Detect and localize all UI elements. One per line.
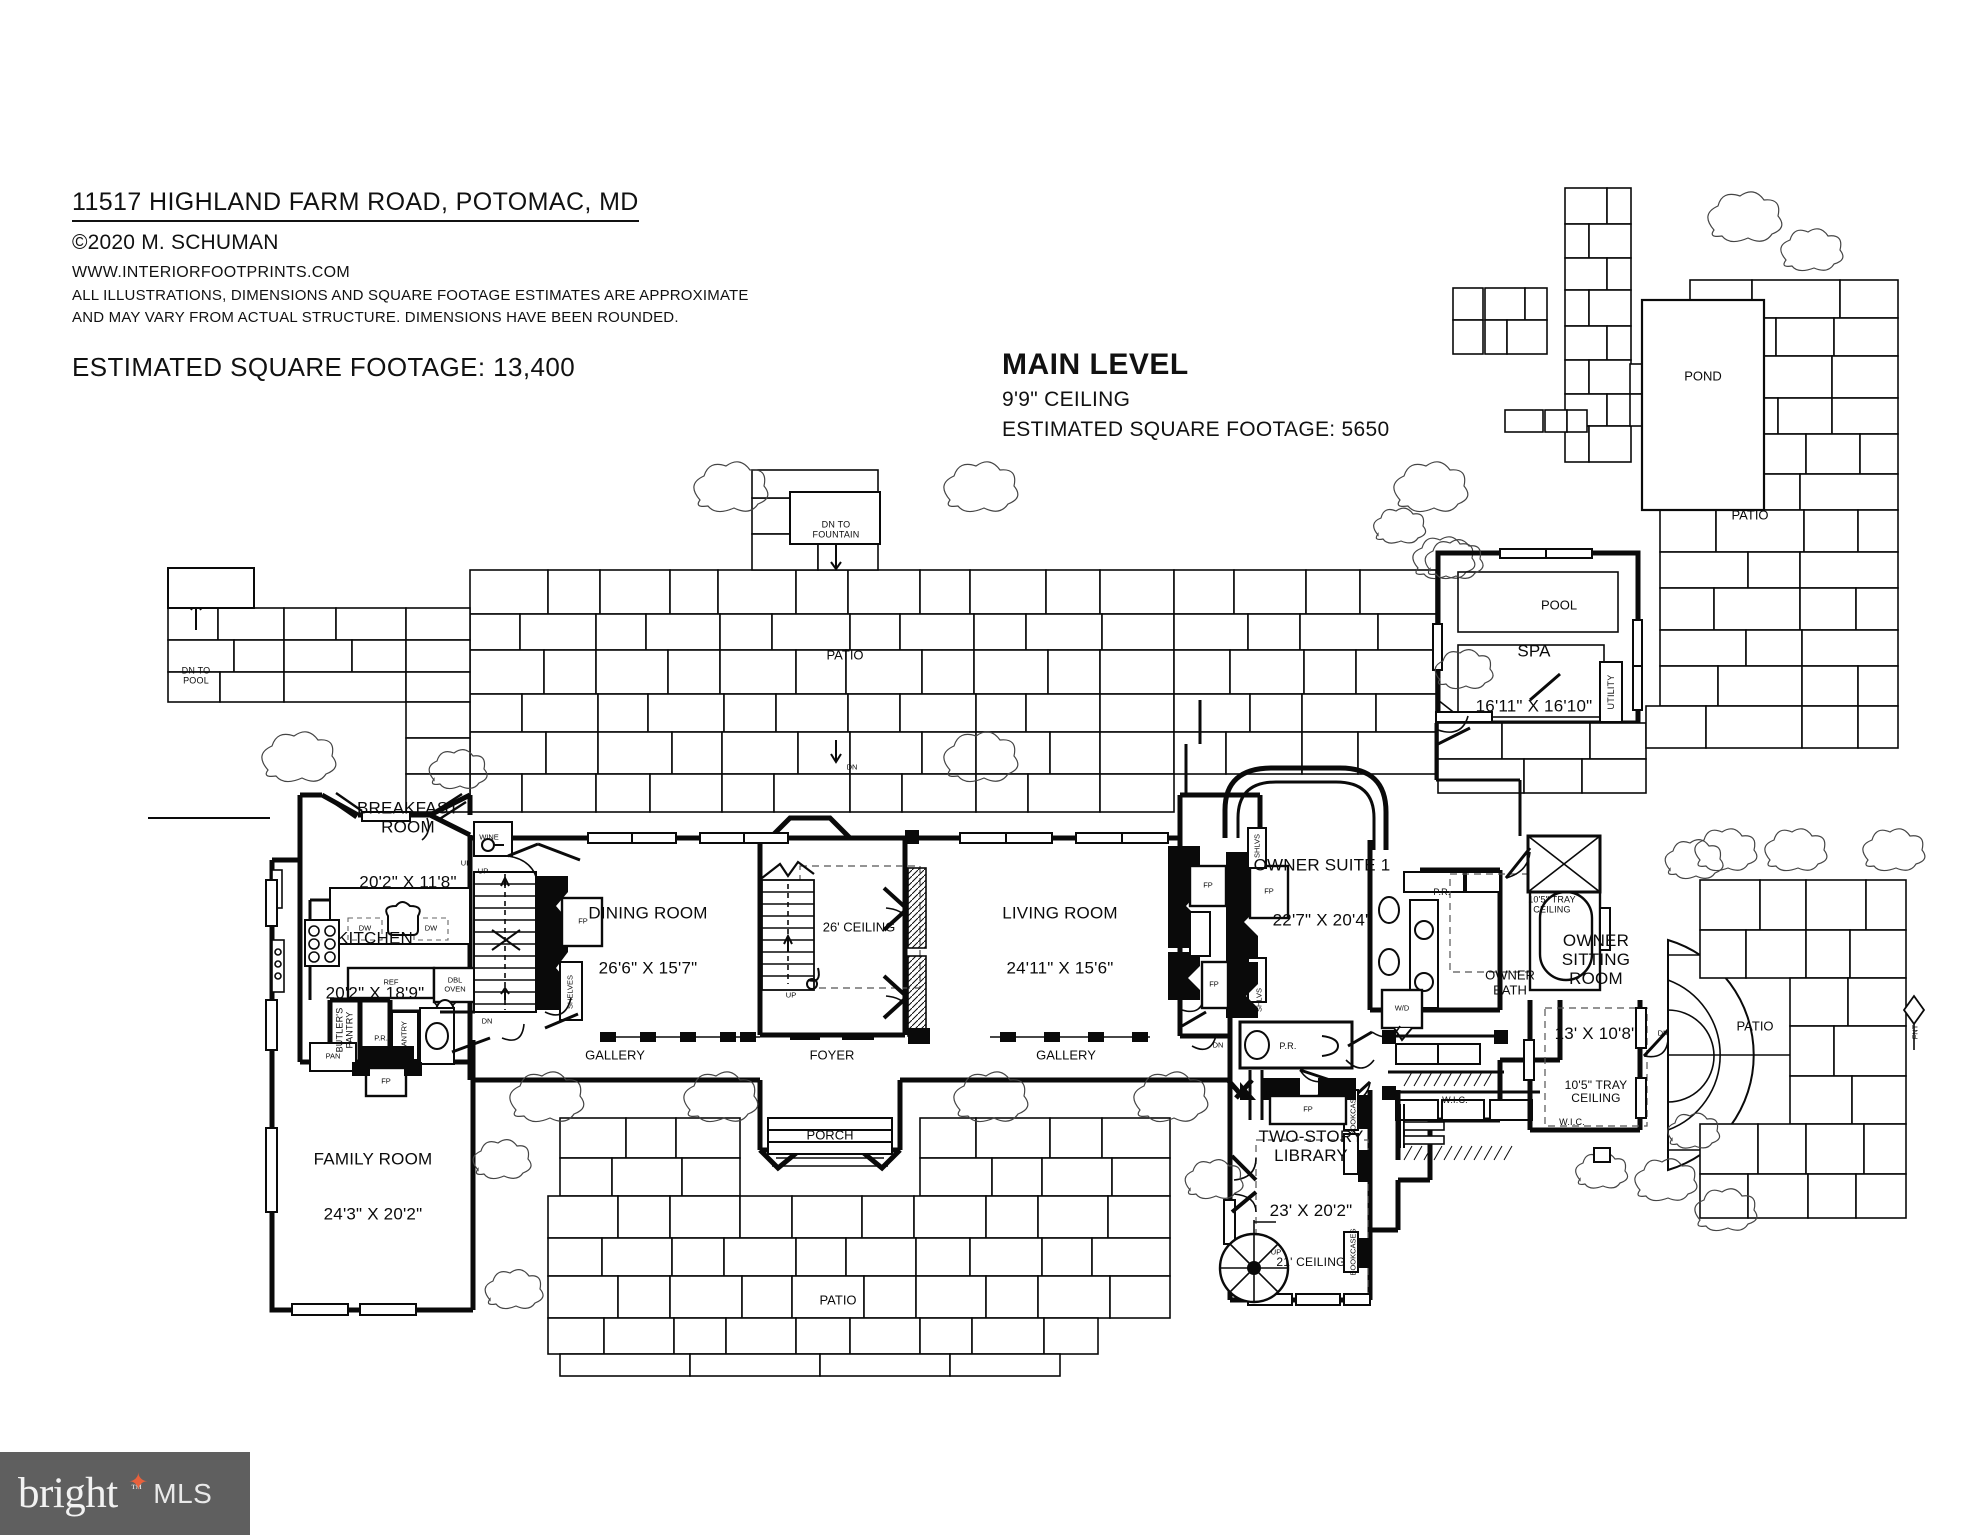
room-label-family-room: FAMILY ROOM 24'3" X 20'2" <box>314 1113 433 1259</box>
annotation-dw-right: DW <box>424 923 438 933</box>
room-name: FAMILY ROOM <box>313 1149 433 1169</box>
room-label-library: TWO-STORY LIBRARY 23' X 20'2" 21' CEILIN… <box>1258 1091 1363 1305</box>
room-dimensions: 22'7" X 20'4" <box>1272 909 1372 929</box>
room-label-breakfast-room: BREAKFAST ROOM 20'2" X 11'8" <box>357 763 459 928</box>
star-icon: ✦ <box>128 1470 148 1496</box>
area-label-patio-far-right: PATIO <box>1731 507 1769 523</box>
page-title: 11517 HIGHLAND FARM ROAD, POTOMAC, MD <box>72 188 639 222</box>
annotation-foyer-ceiling: 26' CEILING <box>822 919 896 935</box>
area-label-butlers-pantry: BUTLER'S PANTRY <box>334 1007 355 1053</box>
room-dimensions: 20'2" X 18'9" <box>325 982 425 1002</box>
room-label-living-room: LIVING ROOM 24'11" X 15'6" <box>1002 867 1118 1013</box>
annotation-fp-dining: FP <box>578 916 588 926</box>
disclaimer-line-2: AND MAY VARY FROM ACTUAL STRUCTURE. DIME… <box>72 309 679 326</box>
annotation-dn-patio: DN <box>846 762 858 772</box>
annotation-fp-owner: FP <box>1264 886 1274 896</box>
annotation-dn-owner: DN <box>1265 1088 1277 1098</box>
room-dimensions: 24'11" X 15'6" <box>1006 957 1114 977</box>
annotation-fp-living: FP <box>1203 880 1213 890</box>
annotation-dn-back-stair: DN <box>481 1016 493 1026</box>
annotation-bookcases-lower: BOOKCASES <box>1348 1228 1358 1276</box>
annotation-wd: W/D <box>1394 1003 1410 1013</box>
room-label-kitchen: KITCHEN 20'2" X 18'9" <box>326 892 425 1038</box>
area-label-patio-bottom: PATIO <box>819 1292 857 1308</box>
annotation-wic-2: W.I.C. <box>1559 1116 1585 1127</box>
annotation-dn-gallery: DN <box>1212 1040 1224 1050</box>
area-label-gallery-left: GALLERY <box>585 1047 645 1063</box>
room-dimensions: 24'3" X 20'2" <box>323 1203 423 1223</box>
area-label-pool: POOL <box>1540 597 1578 613</box>
room-name: OWNER SUITE 1 <box>1253 855 1391 875</box>
annotation-pan: PAN <box>325 1051 341 1061</box>
area-label-pantry: PANTRY <box>399 1021 409 1051</box>
annotation-shlvs-lower: SHLVS <box>1254 987 1264 1013</box>
room-label-owner-suite: OWNER SUITE 1 22'7" X 20'4" <box>1254 819 1391 965</box>
logo-suffix-text: MLS <box>153 1477 213 1509</box>
area-label-patio-top: PATIO <box>826 647 864 663</box>
room-dimensions: 20'2" X 11'8" <box>359 872 457 892</box>
room-label-owner-sitting-room: OWNER SITTING ROOM 13' X 10'8" 10'5" TRA… <box>1555 895 1638 1141</box>
room-name: TWO-STORY LIBRARY <box>1258 1126 1364 1165</box>
room-dimensions: 23' X 20'2" <box>1269 1200 1353 1220</box>
annotation-dbl-oven: DBL OVEN <box>444 975 466 993</box>
logo-wordmark: bright ✦ ™ <box>18 1469 148 1518</box>
area-label-patio-right: PATIO <box>1736 1018 1774 1034</box>
website-line: WWW.INTERIORFOOTPRINTS.COM <box>72 264 350 281</box>
annotation-wine: WINE <box>479 832 499 842</box>
room-dimensions: 16'11" X 16'10" <box>1475 695 1593 715</box>
room-label-spa: SPA 16'11" X 16'10" <box>1476 605 1593 751</box>
annotation-dn-to-pool: DN TO POOL <box>181 665 211 686</box>
annotation-pr-owner: P.R. <box>1279 1040 1297 1051</box>
room-label-dining-room: DINING ROOM 26'6" X 15'7" <box>588 867 707 1013</box>
annotation-fp-family: FP <box>381 1076 391 1086</box>
total-square-footage: ESTIMATED SQUARE FOOTAGE: 13,400 <box>72 352 576 382</box>
annotation-shlvs-upper: SHLVS <box>1252 833 1262 859</box>
annotation-shelves-dining: SHELVES <box>565 974 575 1010</box>
annotation-pr-bath: P.R. <box>1433 886 1451 897</box>
area-label-pond: POND <box>1684 368 1722 384</box>
room-dimensions: 26'6" X 15'7" <box>598 957 698 977</box>
annotation-dw-left: DW <box>358 923 372 933</box>
level-ceiling-height: 9'9" CEILING <box>1002 388 1131 411</box>
area-label-owner-bath: OWNER BATH <box>1485 967 1535 998</box>
logo-word-text: bright <box>18 1470 118 1517</box>
level-block: MAIN LEVEL 9'9" CEILING ESTIMATED SQUARE… <box>1002 348 1389 442</box>
annotation-dn-to-fountain: DN TO FOUNTAIN <box>812 519 860 540</box>
room-name: SPA <box>1517 641 1551 661</box>
room-ceiling-note: 21' CEILING <box>1276 1254 1346 1269</box>
room-name: KITCHEN <box>336 928 414 948</box>
room-name: OWNER SITTING ROOM <box>1561 930 1631 988</box>
level-square-footage: ESTIMATED SQUARE FOOTAGE: 5650 <box>1002 418 1390 441</box>
area-label-porch: PORCH <box>806 1127 854 1143</box>
room-name: BREAKFAST ROOM <box>357 798 459 837</box>
header-block: 11517 HIGHLAND FARM ROAD, POTOMAC, MD ©2… <box>72 188 852 383</box>
area-label-utility: UTILITY <box>1605 674 1616 710</box>
area-label-foyer: FOYER <box>809 1047 855 1063</box>
annotation-ref: REF <box>383 977 399 987</box>
trademark-symbol: ™ <box>130 1482 142 1495</box>
annotation-up-foyer-stair: UP <box>785 990 797 1000</box>
bright-mls-logo: bright ✦ ™ MLS <box>0 1452 250 1535</box>
annotation-fp-library: FP <box>1303 1104 1313 1114</box>
room-name: DINING ROOM <box>588 903 708 923</box>
room-name: LIVING ROOM <box>1002 903 1118 923</box>
annotation-up-back-stair-2: UP <box>477 866 489 876</box>
annotation-fnt: FNT <box>1910 1024 1920 1040</box>
room-ceiling-note: 10'5" TRAY CEILING <box>1564 1077 1628 1105</box>
level-title: MAIN LEVEL <box>1002 348 1189 381</box>
annotation-up-spiral: UP <box>1270 1247 1282 1257</box>
area-label-gallery-right: GALLERY <box>1036 1047 1096 1063</box>
disclaimer-line-1: ALL ILLUSTRATIONS, DIMENSIONS AND SQUARE… <box>72 287 749 304</box>
annotation-fp-living-2: FP <box>1209 979 1219 989</box>
annotation-pr-kitchen: P.R. <box>374 1033 388 1043</box>
annotation-wic-1: W.I.C. <box>1442 1094 1468 1105</box>
copyright-line: ©2020 M. SCHUMAN <box>72 231 279 254</box>
annotation-tray-ceiling-bath: 10'5" TRAY CEILING <box>1528 894 1576 915</box>
annotation-up-back-stair: UP <box>460 858 472 868</box>
room-dimensions: 13' X 10'8" <box>1554 1023 1638 1043</box>
annotation-bookcases-upper: BOOKCASES <box>1348 1088 1358 1136</box>
annotation-dn-sitting: DN <box>1657 1028 1669 1038</box>
